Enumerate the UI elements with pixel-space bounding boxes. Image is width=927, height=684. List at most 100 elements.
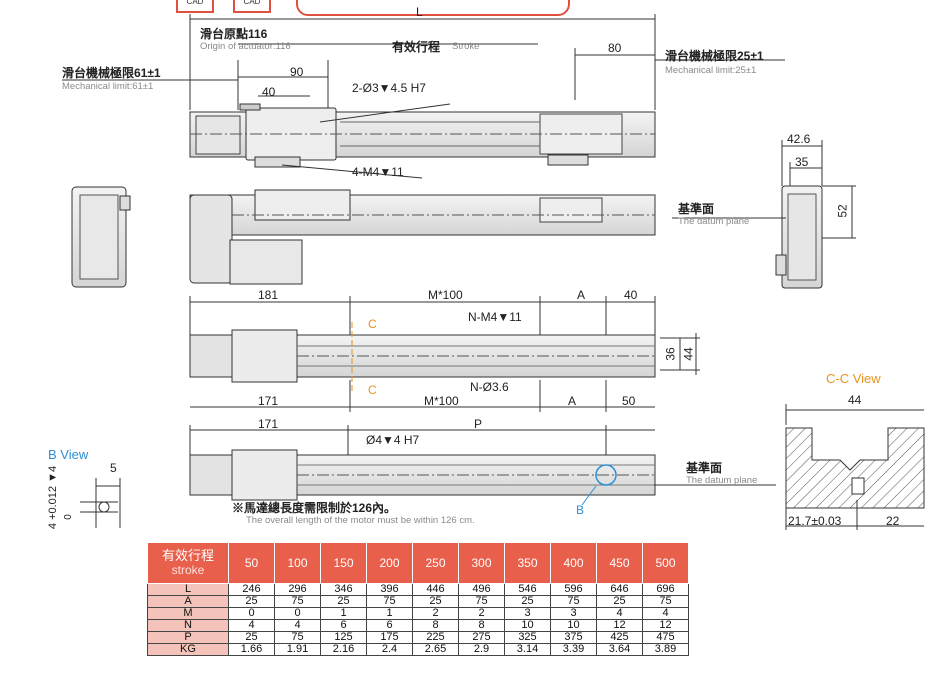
table-cell: 596: [550, 583, 597, 596]
cc-section: [785, 404, 925, 530]
dim-50: 50: [622, 394, 636, 408]
table-cell: 8: [458, 619, 505, 632]
table-cell: 396: [366, 583, 413, 596]
table-cell: 125: [320, 631, 367, 644]
table-cell: 2: [458, 607, 505, 620]
section-c-bottom[interactable]: C: [368, 383, 377, 397]
table-cell: 0: [228, 607, 275, 620]
end-view-right: [672, 140, 856, 289]
table-cell: 546: [504, 583, 551, 596]
dim-171-b: 171: [258, 417, 279, 431]
table-header-cell: 200: [366, 542, 413, 584]
hole-note-2: 4-M4▼11: [352, 165, 404, 179]
section-c-top[interactable]: C: [368, 317, 377, 331]
origin-label-en: Origin of actuator:116: [200, 41, 291, 52]
table-header-cell: 250: [412, 542, 459, 584]
b-view-dim-5: 5: [110, 461, 117, 475]
table-cell: 4: [274, 619, 321, 632]
table-cell: 1.91: [274, 643, 321, 656]
dim-40-top: 40: [262, 85, 276, 99]
table-cell: 2: [412, 607, 459, 620]
table-cell: 25: [412, 595, 459, 608]
dim-181: 181: [258, 288, 279, 302]
table-header-cell: 350: [504, 542, 551, 584]
header-en: stroke: [171, 563, 205, 577]
table-header-row: 有效行程 stroke 50 100 150 200 250 300 350 4…: [147, 542, 689, 584]
length-l-label: L: [416, 5, 423, 19]
table-cell: 1: [366, 607, 413, 620]
table-header-cell: 450: [596, 542, 643, 584]
table-cell: 8: [412, 619, 459, 632]
dim-m100-bottom: M*100: [424, 394, 459, 408]
table-cell: 446: [412, 583, 459, 596]
table-cell: 325: [504, 631, 551, 644]
table-cell: 25: [596, 595, 643, 608]
bottom-view-body: [189, 322, 656, 392]
cad-badge-1[interactable]: CAD: [176, 0, 214, 13]
spec-table: 有效行程 stroke 50 100 150 200 250 300 350 4…: [147, 542, 689, 656]
b-view-tolerance-low: 0: [62, 514, 74, 520]
table-row-label: L: [147, 583, 229, 596]
datum-label-zh-2: 基準面: [686, 461, 723, 475]
base-view-body: [189, 449, 776, 506]
cad-badge-2[interactable]: CAD: [233, 0, 271, 13]
table-cell: 3: [550, 607, 597, 620]
limit-right-en: Mechanical limit:25±1: [665, 65, 757, 76]
table-cell: 2.9: [458, 643, 505, 656]
detail-b-marker[interactable]: B: [576, 503, 585, 517]
limit-right-zh: 滑台機械極限25±1: [665, 49, 764, 63]
dim-36: 36: [663, 347, 678, 361]
dim-171-a: 171: [258, 394, 279, 408]
table-cell: 696: [642, 583, 689, 596]
table-cell: 2.65: [412, 643, 459, 656]
datum-label-en-2: The datum plane: [686, 475, 758, 486]
table-row-label: KG: [147, 643, 229, 656]
table-header-cell: 500: [642, 542, 689, 584]
dim-a-bottom: A: [568, 394, 577, 408]
table-cell: 75: [642, 595, 689, 608]
table-header-cell: 400: [550, 542, 597, 584]
table-cell: 6: [366, 619, 413, 632]
table-cell: 25: [228, 631, 275, 644]
table-cell: 296: [274, 583, 321, 596]
motor-note-zh: ※馬達總長度需限制於126內。: [232, 501, 397, 515]
top-view-body: [189, 103, 656, 168]
table-cell: 12: [642, 619, 689, 632]
motor-note-en: The overall length of the motor must be …: [246, 515, 475, 526]
dim-44: 44: [681, 347, 696, 361]
table-cell: 12: [596, 619, 643, 632]
table-cell: 25: [228, 595, 275, 608]
b-view-tolerance: 4 +0.012 ▼4: [47, 465, 60, 530]
table-cell: 4: [596, 607, 643, 620]
dim-52: 52: [835, 204, 850, 218]
table-header-stroke: 有效行程 stroke: [147, 542, 229, 584]
table-cell: 346: [320, 583, 367, 596]
table-cell: 4: [228, 619, 275, 632]
cc-dim-44: 44: [848, 393, 862, 407]
hole-note-base: Ø4▼4 H7: [366, 433, 420, 447]
table-header-cell: 150: [320, 542, 367, 584]
table-cell: 2.16: [320, 643, 367, 656]
table-cell: 246: [228, 583, 275, 596]
table-cell: 2.4: [366, 643, 413, 656]
table-cell: 3.39: [550, 643, 597, 656]
table-cell: 10: [550, 619, 597, 632]
cc-dim-22: 22: [886, 514, 900, 528]
table-cell: 75: [458, 595, 505, 608]
side-view-body: [189, 189, 656, 285]
table-cell: 3: [504, 607, 551, 620]
table-header-cell: 300: [458, 542, 505, 584]
note-n-36: N-Ø3.6: [470, 380, 509, 394]
table-cell: 3.14: [504, 643, 551, 656]
datum-label-zh-1: 基準面: [678, 202, 715, 216]
table-cell: 25: [504, 595, 551, 608]
b-view-title: B View: [48, 447, 89, 462]
table-header-cell: 100: [274, 542, 321, 584]
table-cell: 646: [596, 583, 643, 596]
